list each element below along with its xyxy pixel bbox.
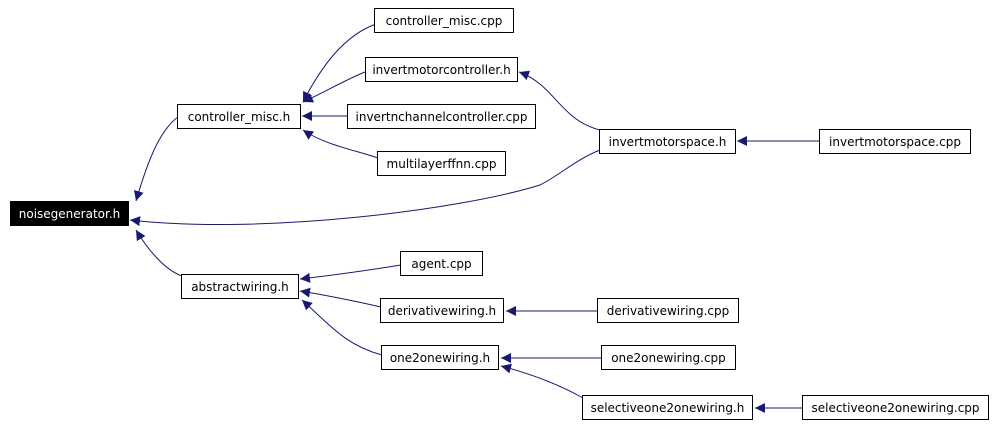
node-label: one2onewiring.cpp xyxy=(611,351,726,365)
node-noisegenerator-h[interactable]: noisegenerator.h xyxy=(10,201,129,226)
node-agent-cpp[interactable]: agent.cpp xyxy=(400,251,483,276)
node-label: controller_misc.h xyxy=(188,110,291,124)
node-controller-misc-cpp[interactable]: controller_misc.cpp xyxy=(374,8,514,33)
edge-one2onewiring-h-to-abstractwiring-h xyxy=(301,299,383,356)
node-label: derivativewiring.h xyxy=(388,304,496,318)
node-label: derivativewiring.cpp xyxy=(607,304,730,318)
node-one2onewiring-h[interactable]: one2onewiring.h xyxy=(381,345,499,370)
edge-derivativewiring-h-to-abstractwiring-h xyxy=(299,287,382,308)
node-abstractwiring-h[interactable]: abstractwiring.h xyxy=(181,274,299,299)
node-label: one2onewiring.h xyxy=(390,351,490,365)
node-multilayerffnn-cpp[interactable]: multilayerffnn.cpp xyxy=(377,151,506,176)
node-label: abstractwiring.h xyxy=(191,280,289,294)
edge-agent-cpp-to-abstractwiring-h xyxy=(299,264,402,283)
edge-controller-misc-cpp-to-controller-misc-h xyxy=(302,23,377,103)
node-label: controller_misc.cpp xyxy=(386,14,503,28)
node-one2onewiring-cpp[interactable]: one2onewiring.cpp xyxy=(601,345,736,370)
node-selectiveone2onewiring-cpp[interactable]: selectiveone2onewiring.cpp xyxy=(802,395,989,420)
node-label: multilayerffnn.cpp xyxy=(387,157,497,171)
node-invertmotorspace-cpp[interactable]: invertmotorspace.cpp xyxy=(819,129,971,154)
node-label: agent.cpp xyxy=(411,257,471,271)
node-invertnchannelcontroller-cpp[interactable]: invertnchannelcontroller.cpp xyxy=(347,104,536,129)
edge-invertmotorspace-h-to-noisegenerator-h xyxy=(129,149,601,227)
edge-controller-misc-h-to-noisegenerator-h xyxy=(134,116,179,202)
node-selectiveone2onewiring-h[interactable]: selectiveone2onewiring.h xyxy=(582,395,753,420)
node-label: invertnchannelcontroller.cpp xyxy=(356,110,528,124)
node-label: invertmotorspace.cpp xyxy=(829,135,961,149)
node-invertmotorcontroller-h[interactable]: invertmotorcontroller.h xyxy=(365,57,518,82)
node-label: selectiveone2onewiring.cpp xyxy=(811,401,979,415)
node-derivativewiring-cpp[interactable]: derivativewiring.cpp xyxy=(597,298,739,323)
node-label: invertmotorspace.h xyxy=(609,135,727,149)
node-controller-misc-h[interactable]: controller_misc.h xyxy=(177,104,301,129)
node-derivativewiring-h[interactable]: derivativewiring.h xyxy=(380,298,504,323)
edges xyxy=(129,23,820,413)
node-label: selectiveone2onewiring.h xyxy=(591,401,745,415)
edge-multilayerffnn-cpp-to-controller-misc-h xyxy=(302,129,379,159)
edge-abstractwiring-h-to-noisegenerator-h xyxy=(135,229,183,277)
edge-selectiveone2onewiring-h-to-one2onewiring-h xyxy=(500,363,584,399)
node-invertmotorspace-h[interactable]: invertmotorspace.h xyxy=(599,129,736,154)
edge-invertmotorcontroller-h-to-controller-misc-h xyxy=(302,71,366,103)
edge-invertmotorspace-h-to-invertmotorcontroller-h xyxy=(518,70,601,131)
node-label: invertmotorcontroller.h xyxy=(372,63,510,77)
node-label: noisegenerator.h xyxy=(19,207,121,221)
